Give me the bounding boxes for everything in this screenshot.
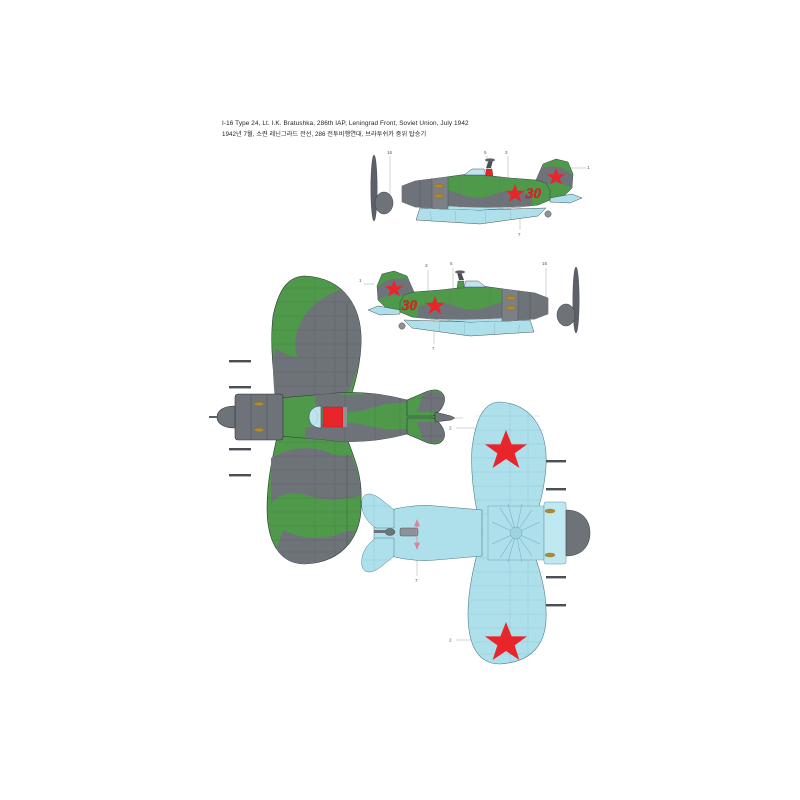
callout-5: 5 (484, 150, 487, 155)
callout-1: 1 (587, 165, 590, 170)
exhaust-port-left (253, 401, 265, 407)
caption-korean: 1942년 7월, 소련 레닌그라드 전선, 286 전투비행연대, 브라투쉬카… (222, 131, 427, 138)
tactical-number: 30 (401, 298, 418, 314)
wing-panel-lines (429, 209, 512, 224)
caption-block: I-16 Type 24, Lt. I.K. Bratushka, 286th … (222, 119, 762, 139)
aerial-mast (486, 160, 493, 168)
spinner-hub (216, 405, 236, 429)
callout-7: 7 (518, 232, 521, 237)
callout-5: 5 (450, 261, 453, 266)
caption-english: I-16 Type 24, Lt. I.K. Bratushka, 286th … (222, 120, 469, 127)
tailplane-lines (409, 390, 443, 444)
exhaust-port-right (253, 427, 265, 433)
callout-7: 7 (432, 346, 435, 351)
gun-barrels (546, 460, 566, 607)
red-star-fuselage (425, 296, 445, 314)
red-star-upper-wing (485, 430, 527, 468)
turtledeck-panel (343, 407, 347, 427)
callout-16: 16 (542, 261, 548, 266)
headrest-panel (485, 168, 494, 177)
cowl-panel-lines (250, 394, 268, 440)
canopy (463, 280, 487, 288)
view-port-profile: 1 3 5 16 7 (358, 252, 590, 362)
stabilizer-right (361, 537, 395, 573)
headrest-panel (322, 406, 344, 428)
red-star-tail (385, 280, 403, 297)
spinner (556, 303, 576, 327)
view-starboard-profile: 16 5 3 1 7 (360, 150, 590, 250)
callout-3: 3 (425, 263, 428, 268)
tailwheel (544, 210, 552, 218)
callout-3: 3 (505, 150, 508, 155)
engine-cowling (234, 393, 284, 441)
headrest-panel (456, 280, 465, 289)
wing-underside (415, 207, 547, 225)
tactical-number: 30 (525, 186, 542, 202)
spinner (374, 191, 394, 215)
callout-1: 1 (359, 278, 362, 283)
canopy (463, 168, 487, 176)
callout-7: 7 (415, 578, 418, 583)
horizontal-stabilizer (367, 305, 401, 316)
propeller-blade (370, 154, 378, 222)
red-star-fuselage (505, 184, 525, 202)
mast-top (485, 158, 495, 162)
propeller-blade (572, 266, 580, 334)
view-bottom-plan: 2 2 7 (360, 398, 608, 666)
callout-16: 16 (387, 150, 393, 155)
stabilizer-left (361, 493, 395, 529)
tailwheel-assembly (374, 527, 419, 537)
tailwheel (398, 322, 406, 330)
canopy-frame (312, 408, 318, 426)
red-star-tail (547, 168, 565, 185)
mast-top (455, 270, 465, 274)
dimension-arrow (414, 519, 420, 550)
callout-2-lower: 2 (449, 638, 452, 643)
tailplane-camo (417, 391, 445, 443)
engine-bay-detail (487, 501, 591, 565)
callout-2-upper: 2 (449, 426, 452, 431)
windscreen (308, 405, 322, 429)
vertical-fin-topview (434, 411, 456, 423)
view-top-plan (195, 268, 465, 565)
horizontal-stabilizer (549, 193, 583, 204)
wing-gun-barrels (229, 360, 251, 477)
wing-panel-lines (438, 321, 521, 336)
red-star-lower-wing (485, 622, 527, 660)
aerial-mast (457, 272, 464, 280)
